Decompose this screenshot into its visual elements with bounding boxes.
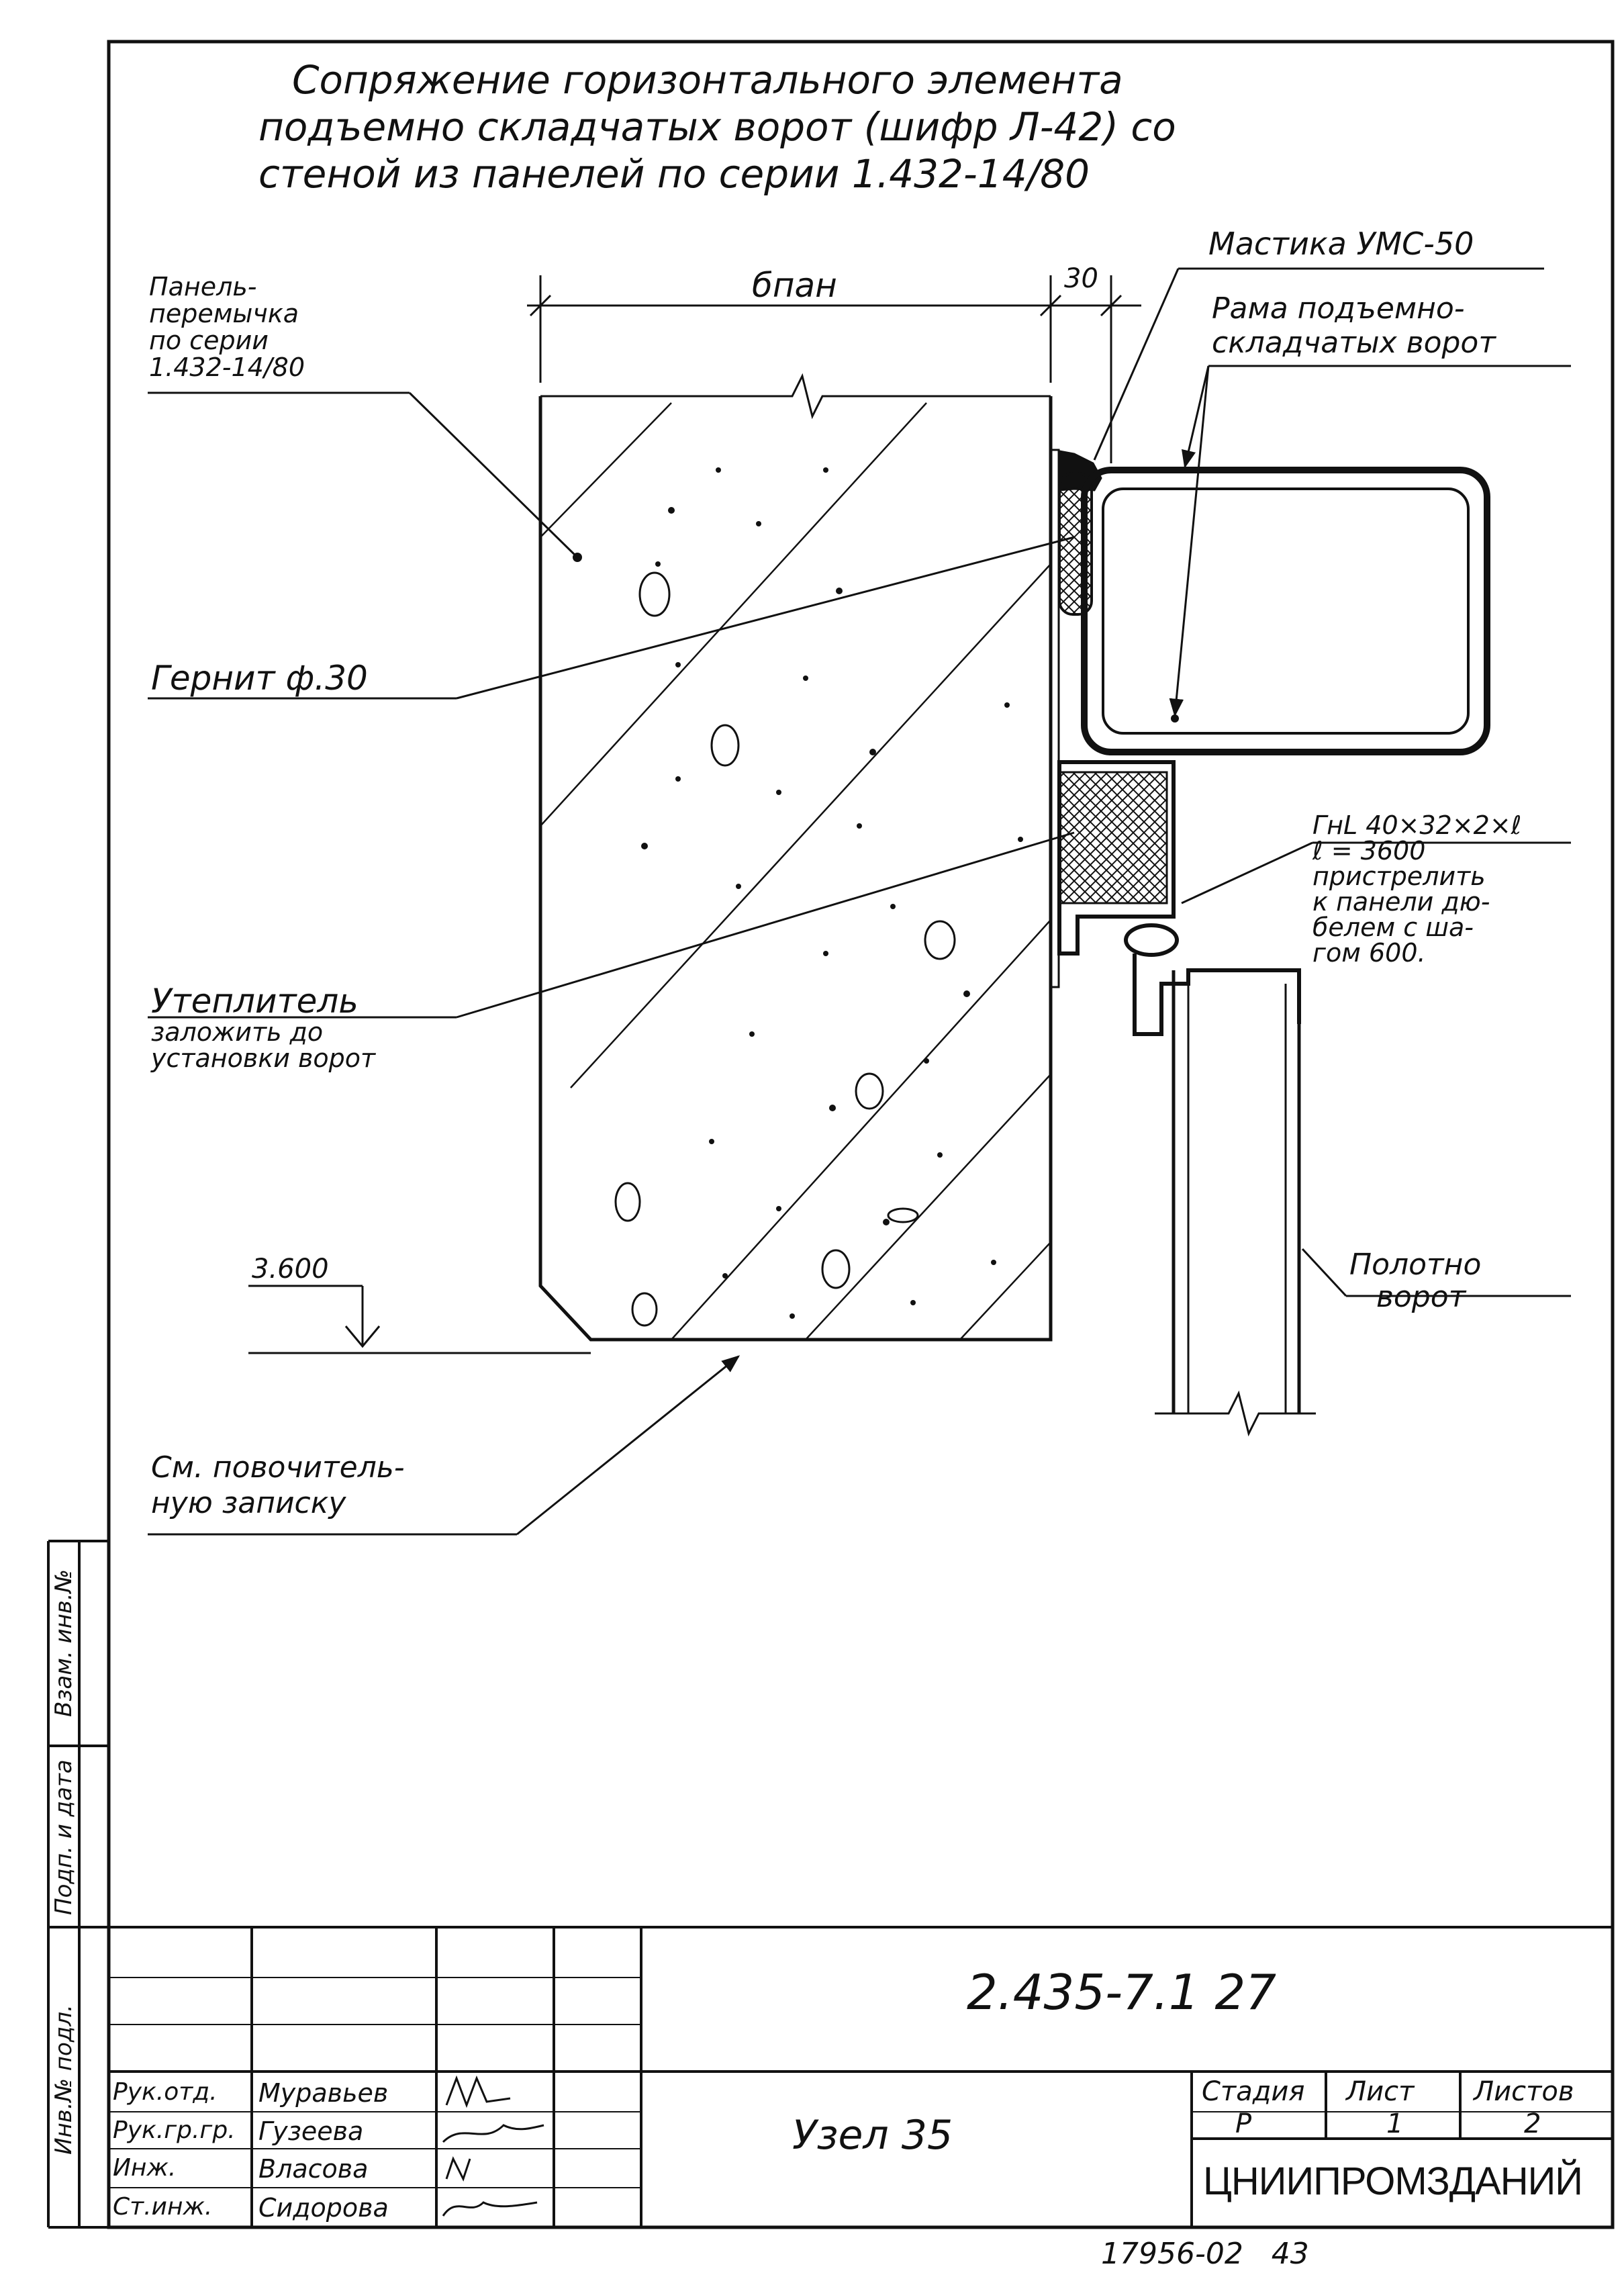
doc-code: 2.435-7.1 27	[967, 1964, 1277, 2020]
side-stamp-replace-inv: Взам. инв.№	[50, 1569, 77, 1718]
staff-role: Рук.отд.	[113, 2078, 218, 2106]
staff-name: Гузеева	[258, 2117, 364, 2146]
panel-section	[538, 373, 1053, 1342]
steel-angle	[1057, 760, 1176, 956]
panel-facing	[1049, 449, 1060, 988]
insulation-fill	[1058, 771, 1168, 904]
stage-value: Р	[1235, 2108, 1252, 2139]
title-block-grid	[109, 1926, 1613, 2227]
side-stamp-sign-date: Подп. и дата	[50, 1759, 77, 1915]
signatures	[442, 2075, 544, 2217]
staff-role: Рук.гр.гр.	[113, 2117, 236, 2144]
sheet-header: Лист	[1346, 2076, 1415, 2107]
drawing-title-line2: подъемно складчатых ворот (шифр Л-42) со	[258, 104, 1176, 150]
dimension-gap: 30	[1064, 263, 1098, 294]
organization: ЦНИИПРОМЗДАНИЙ	[1203, 2159, 1583, 2203]
callout-insulation: Утеплитель заложить до установки ворот	[151, 982, 376, 1074]
sheet-value: 1	[1386, 2108, 1404, 2139]
side-stamp-frame	[47, 1540, 109, 2229]
callout-see-note: См. повочитель- ную записку	[151, 1450, 405, 1520]
callout-steel-angle: ГнL 40×32×2×ℓ ℓ = 3600 пристрелить к пан…	[1312, 810, 1522, 968]
callout-frame: Рама подъемно- складчатых ворот	[1212, 291, 1496, 360]
dimension-panel-width: бпан	[752, 266, 837, 305]
side-stamp-inv-orig: Инв.№ подл.	[50, 2004, 77, 2155]
door-leaf	[1124, 923, 1316, 1437]
stage-header: Стадия	[1202, 2076, 1305, 2107]
staff-role: Ст.инж.	[113, 2193, 213, 2221]
leader-lines	[148, 267, 1571, 1536]
sheet-frame	[107, 40, 1615, 2229]
sheets-value: 2	[1524, 2108, 1541, 2139]
gate-frame-tube	[1081, 467, 1490, 755]
drawing-title-line1: Сопряжение горизонтального элемента	[292, 57, 1123, 103]
callout-panel-lintel: Панель- перемычка по серии 1.432-14/80	[149, 272, 305, 382]
node-label: Узел 35	[792, 2112, 953, 2159]
callout-mastic: Мастика УМС-50	[1208, 226, 1474, 262]
staff-role: Инж.	[113, 2154, 177, 2182]
callout-door-leaf: Полотно ворот	[1349, 1248, 1482, 1315]
staff-name: Сидорова	[258, 2193, 389, 2223]
staff-name: Власова	[258, 2154, 369, 2184]
staff-name: Муравьев	[258, 2078, 389, 2108]
callout-gernit: Гернит ф.30	[151, 659, 368, 698]
level-mark: 3.600	[252, 1254, 329, 1285]
dimension-lines	[248, 275, 1141, 1354]
drawing-title-line3: стеной из панелей по серии 1.432-14/80	[258, 151, 1090, 197]
sheets-header: Листов	[1474, 2076, 1574, 2107]
archive-number: 17956-02 43	[1101, 2237, 1309, 2271]
